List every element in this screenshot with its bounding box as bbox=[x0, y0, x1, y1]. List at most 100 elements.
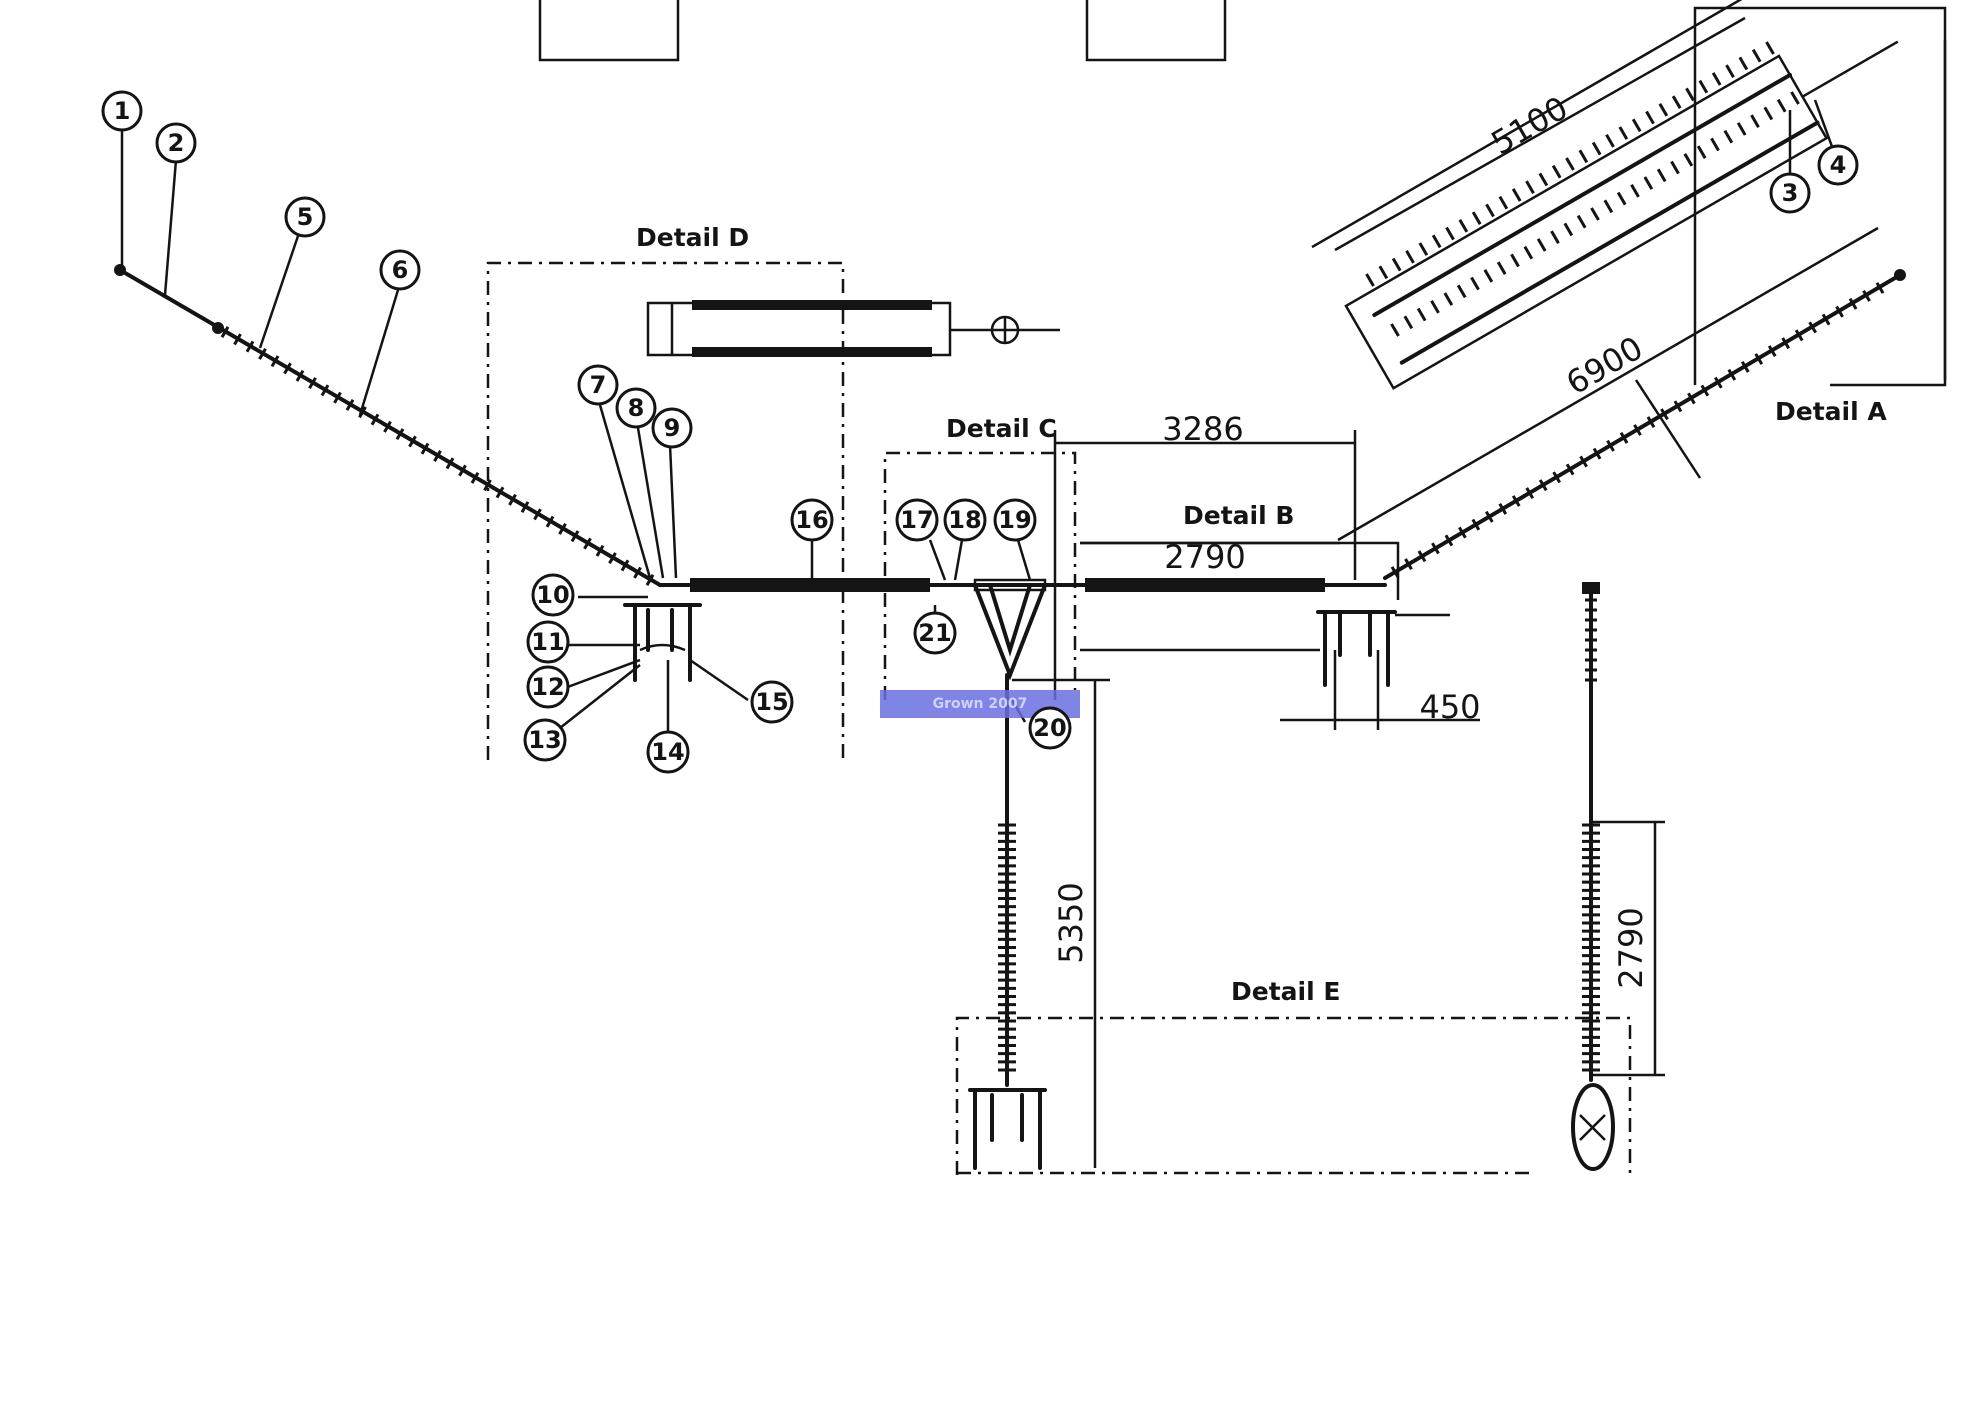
insulator-shed bbox=[1590, 207, 1600, 221]
insulator-shed bbox=[370, 413, 380, 426]
insulator-shed bbox=[645, 574, 655, 586]
insulator-shed bbox=[1538, 172, 1549, 187]
insulator-shed bbox=[1658, 103, 1669, 117]
insulator-shed bbox=[1550, 230, 1560, 245]
insulator-shed bbox=[1551, 164, 1562, 179]
insulator-shed bbox=[595, 544, 605, 557]
insulator-shed bbox=[220, 326, 230, 338]
svg-text:7: 7 bbox=[590, 371, 607, 399]
callout-20: 20 bbox=[1028, 706, 1072, 750]
svg-text:20: 20 bbox=[1033, 714, 1066, 742]
main-horizontal-string bbox=[658, 578, 1387, 592]
insulator-shed bbox=[1404, 558, 1413, 571]
insulator-shed bbox=[1630, 183, 1640, 198]
insulator-shed bbox=[1633, 424, 1642, 436]
svg-text:13: 13 bbox=[528, 726, 561, 754]
insulator-shed bbox=[1444, 534, 1454, 547]
insulator-shed bbox=[1660, 408, 1669, 421]
insulator-shed bbox=[1781, 337, 1791, 350]
insulator-shed bbox=[1471, 211, 1482, 225]
left-clamp bbox=[623, 603, 702, 682]
insulator-shed bbox=[383, 420, 392, 433]
insulator-shed bbox=[1565, 157, 1575, 171]
insulator-shed bbox=[1711, 72, 1722, 86]
callout-6: 6 bbox=[379, 249, 421, 291]
detail-a-insulator bbox=[1311, 0, 1899, 390]
detail-a-sheds bbox=[1365, 41, 1800, 337]
insulator-shed bbox=[445, 457, 455, 470]
insulator-shed bbox=[1750, 114, 1760, 129]
detail-d-label: Detail D bbox=[636, 223, 749, 252]
callout-2: 2 bbox=[155, 122, 197, 164]
insulator-shed bbox=[1470, 276, 1480, 291]
svg-text:19: 19 bbox=[998, 506, 1031, 534]
insulator-shed bbox=[1645, 110, 1655, 125]
insulator-shed bbox=[245, 340, 255, 353]
insulator-shed bbox=[1405, 249, 1415, 264]
dim-3286: 3286 bbox=[1162, 410, 1243, 448]
insulator-shed bbox=[608, 552, 617, 565]
insulator-shed bbox=[1685, 87, 1695, 102]
callout-13: 13 bbox=[523, 718, 567, 762]
insulator-shed bbox=[1576, 214, 1587, 229]
insulator-shed bbox=[1471, 518, 1481, 531]
svg-text:9: 9 bbox=[664, 414, 681, 442]
insulator-shed bbox=[358, 406, 367, 419]
svg-text:3: 3 bbox=[1782, 179, 1799, 207]
insulator-shed bbox=[345, 399, 355, 411]
insulator-shed bbox=[420, 442, 430, 455]
svg-text:21: 21 bbox=[918, 619, 951, 647]
dim-6900: 6900 bbox=[1560, 329, 1650, 403]
callout-15: 15 bbox=[750, 680, 794, 724]
insulator-shed bbox=[408, 435, 417, 448]
insulator-shed bbox=[1484, 510, 1494, 523]
svg-text:12: 12 bbox=[531, 673, 564, 701]
dim-2790-horizontal: 2790 bbox=[1164, 538, 1245, 576]
callout-7: 7 bbox=[577, 364, 619, 406]
insulator-shed bbox=[1591, 141, 1602, 156]
insulator-shed bbox=[1416, 307, 1427, 322]
insulator-shed bbox=[583, 537, 592, 550]
insulator-shed bbox=[1523, 245, 1534, 260]
dim-5100: 5100 bbox=[1485, 89, 1575, 163]
insulator-shed bbox=[1646, 416, 1656, 429]
insulator-shed bbox=[1727, 368, 1737, 381]
svg-text:14: 14 bbox=[651, 738, 684, 766]
insulator-shed bbox=[1552, 471, 1561, 484]
insulator-shed bbox=[1511, 188, 1522, 202]
insulator-shed bbox=[495, 486, 505, 499]
callout-3: 3 bbox=[1769, 172, 1811, 214]
insulator-shed bbox=[1765, 41, 1775, 55]
insulator-shed bbox=[1443, 292, 1454, 306]
insulator-shed bbox=[308, 377, 317, 389]
callout-8: 8 bbox=[615, 387, 657, 429]
insulator-shed bbox=[1643, 176, 1654, 190]
insulator-shed bbox=[1616, 191, 1627, 206]
insulator-shed bbox=[1738, 56, 1749, 71]
insulator-shed bbox=[1592, 447, 1602, 460]
callout-16: 16 bbox=[790, 498, 834, 542]
insulator-shed bbox=[283, 362, 292, 375]
insulator-shed bbox=[1391, 257, 1402, 272]
insulator-shed bbox=[1430, 299, 1440, 314]
insulator-shed bbox=[1790, 91, 1800, 105]
insulator-shed bbox=[270, 355, 280, 368]
insulator-shed bbox=[1808, 321, 1817, 334]
right-inclined-string bbox=[1383, 269, 1906, 580]
insulator-shed bbox=[1378, 265, 1389, 280]
watermark-text: Grown 2007 bbox=[933, 696, 1028, 712]
dim-450: 450 bbox=[1419, 688, 1480, 726]
svg-text:8: 8 bbox=[628, 394, 645, 422]
insulator-shed bbox=[1794, 329, 1804, 342]
insulator-shed bbox=[558, 523, 567, 535]
insulator-shed bbox=[1579, 455, 1588, 468]
insulator-shed bbox=[1605, 133, 1615, 148]
insulator-shed bbox=[1698, 79, 1709, 94]
insulator-shed bbox=[1848, 297, 1858, 310]
insulator-shed bbox=[1458, 526, 1467, 539]
detail-c-frame bbox=[883, 451, 1077, 700]
insulator-shed bbox=[1754, 353, 1764, 365]
detail-c-label: Detail C bbox=[946, 414, 1057, 443]
insulator-shed bbox=[1710, 137, 1720, 152]
